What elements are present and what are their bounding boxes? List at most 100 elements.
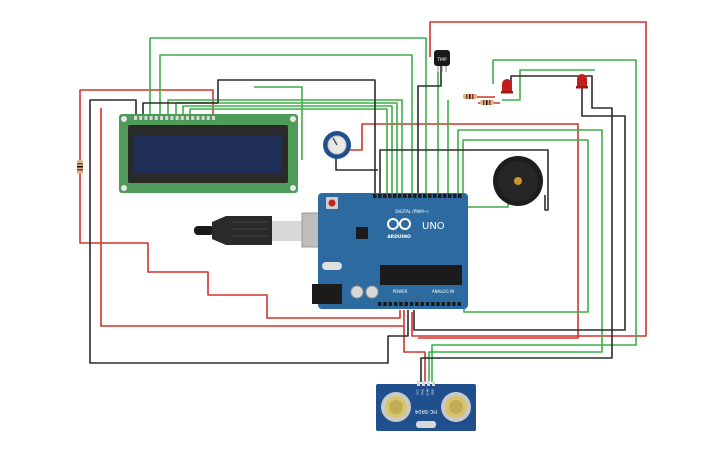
header-pin bbox=[418, 194, 422, 198]
header-pin bbox=[139, 116, 143, 120]
header-pin bbox=[458, 194, 462, 198]
header-pin bbox=[443, 194, 447, 198]
header-pin bbox=[408, 194, 412, 198]
temperature-sensor: TMP bbox=[434, 50, 450, 72]
header-pin bbox=[433, 194, 437, 198]
header-pin bbox=[383, 302, 387, 306]
header-pin bbox=[436, 302, 440, 306]
header-pin bbox=[378, 302, 382, 306]
wire-black bbox=[142, 79, 376, 193]
wire-black bbox=[89, 99, 409, 364]
wire-red bbox=[411, 21, 647, 337]
wire-black bbox=[417, 65, 442, 193]
header-pin bbox=[441, 302, 446, 306]
wire-green bbox=[254, 86, 303, 160]
wire-green bbox=[159, 54, 413, 193]
header-pin bbox=[180, 116, 184, 120]
wire-red bbox=[342, 123, 579, 339]
header-pin bbox=[399, 302, 403, 306]
header-pin bbox=[420, 302, 424, 306]
wire-green bbox=[175, 102, 398, 193]
wire-red bbox=[403, 326, 426, 382]
header-pin bbox=[196, 116, 200, 120]
arduino-logo: ARDUINO bbox=[387, 218, 411, 240]
header-pin bbox=[388, 302, 393, 306]
resistor bbox=[480, 100, 494, 105]
wire-green bbox=[167, 99, 403, 193]
ultrasonic-model: HC-SR04 bbox=[415, 408, 437, 414]
ultrasonic-pin bbox=[417, 381, 420, 386]
header-pin bbox=[165, 116, 169, 120]
lcd-pin-header bbox=[134, 116, 215, 120]
arduino-uno-board: ARDUINO UNO DIGITAL (PWM~) POWER ANALOG … bbox=[312, 193, 468, 309]
piezo-buzzer bbox=[493, 156, 543, 206]
header-pin bbox=[388, 194, 392, 198]
ultrasonic-pin bbox=[422, 381, 425, 386]
wire-green bbox=[502, 69, 595, 101]
resistor bbox=[77, 160, 83, 174]
header-pin bbox=[212, 116, 215, 120]
lcd-display bbox=[119, 114, 298, 193]
header-pin bbox=[170, 116, 174, 120]
arduino-logo-text: ARDUINO bbox=[387, 234, 411, 240]
wire-green bbox=[189, 108, 388, 193]
header-pin bbox=[383, 194, 387, 198]
header-pin bbox=[393, 302, 398, 306]
header-pin bbox=[403, 194, 407, 198]
header-pin bbox=[149, 116, 153, 120]
header-pin bbox=[191, 116, 195, 120]
usb-cable bbox=[194, 212, 339, 248]
wire-black bbox=[413, 87, 626, 331]
arduino-brand: UNO bbox=[422, 221, 445, 232]
header-pin bbox=[453, 194, 457, 198]
header-pin bbox=[160, 116, 163, 120]
header-pin bbox=[452, 302, 456, 306]
wire-green bbox=[431, 59, 637, 382]
ultrasonic-pin-label: ECHO bbox=[426, 388, 430, 395]
header-pin bbox=[378, 194, 382, 198]
header-pin bbox=[154, 116, 158, 120]
wire-green bbox=[428, 129, 603, 382]
wire-black bbox=[379, 149, 549, 211]
digital-pins-label: DIGITAL (PWM~) bbox=[395, 209, 429, 214]
ultrasonic-transducer-right bbox=[441, 392, 471, 422]
potentiometer bbox=[323, 131, 351, 159]
temp-sensor-label: TMP bbox=[436, 57, 447, 63]
ultrasonic-transducer-left bbox=[381, 392, 411, 422]
header-pin bbox=[415, 302, 419, 306]
ultrasonic-pin bbox=[427, 381, 430, 386]
wire-green bbox=[149, 37, 427, 193]
header-pin bbox=[175, 116, 179, 120]
header-pin bbox=[438, 194, 442, 198]
power-pin-header bbox=[378, 302, 461, 306]
header-pin bbox=[201, 116, 205, 120]
header-pin bbox=[457, 302, 461, 306]
ultrasonic-pin bbox=[432, 381, 435, 386]
header-pin bbox=[393, 194, 397, 198]
resistor bbox=[463, 94, 477, 99]
header-pin bbox=[398, 194, 402, 198]
red-led bbox=[501, 79, 513, 94]
header-pin bbox=[428, 194, 432, 198]
header-pin bbox=[446, 302, 451, 306]
header-pin bbox=[409, 302, 414, 306]
header-pin bbox=[373, 194, 377, 198]
ultrasonic-pin-label: GND bbox=[431, 389, 435, 395]
header-pin bbox=[431, 302, 435, 306]
wire-red bbox=[100, 108, 405, 327]
header-pin bbox=[423, 194, 427, 198]
ultrasonic-pin-label: VCC bbox=[416, 389, 420, 395]
wires bbox=[79, 21, 647, 382]
header-pin bbox=[144, 116, 148, 120]
digital-pin-header bbox=[373, 194, 462, 198]
wire-black bbox=[420, 75, 613, 382]
header-pin bbox=[134, 116, 137, 120]
wire-red bbox=[79, 89, 401, 319]
header-pin bbox=[448, 194, 452, 198]
ultrasonic-pin-label: TRIG bbox=[421, 389, 425, 395]
power-label: POWER bbox=[393, 289, 408, 294]
header-pin bbox=[186, 116, 189, 120]
